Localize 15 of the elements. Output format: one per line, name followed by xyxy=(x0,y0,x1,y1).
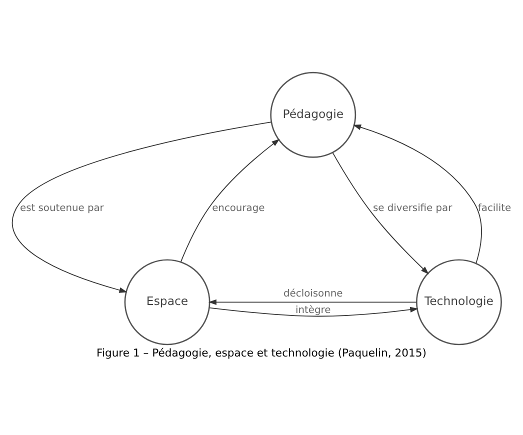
edge-label: se diversifie par xyxy=(373,202,452,214)
arrow xyxy=(12,121,272,292)
edge-label: encourage xyxy=(212,202,265,214)
arrow xyxy=(332,152,429,274)
caption: Figure 1 – Pédagogie, espace et technologie (Paquelin, 2015) xyxy=(96,346,426,360)
edge-label: est soutenue par xyxy=(20,202,104,214)
node-circle: Espace xyxy=(124,258,210,345)
arrow xyxy=(208,298,417,305)
node-circle: Technologie xyxy=(416,258,502,345)
arrow xyxy=(352,124,482,264)
edge-label: intègre xyxy=(296,304,331,316)
edge-label: facilite xyxy=(478,202,512,214)
arrow xyxy=(180,138,280,262)
edge-label: décloisonne xyxy=(284,288,343,300)
arrow xyxy=(209,306,418,316)
